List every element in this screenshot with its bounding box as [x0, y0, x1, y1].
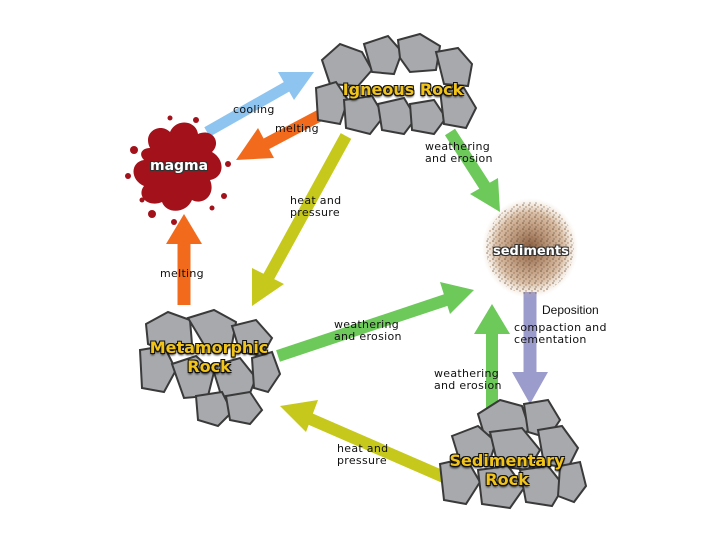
melting-arrow-top: [236, 104, 333, 160]
heat-pressure-arrow-bottom: [280, 400, 449, 484]
igneous-rock-title: Igneous Rock: [342, 80, 464, 99]
cooling-label: cooling: [233, 103, 275, 116]
weathering-label-low: weathering and erosion: [434, 368, 502, 392]
heat-pressure-top-line1: heat and: [290, 194, 342, 207]
weathering-mid-line1: weathering: [334, 318, 400, 331]
heat-pressure-top-line2: pressure: [290, 206, 340, 219]
compaction-line2: cementation: [514, 333, 587, 346]
weathering-label-top: weathering and erosion: [425, 141, 493, 165]
magma-title: magma: [150, 158, 209, 174]
weathering-low-line1: weathering: [434, 367, 500, 380]
melting-arrow-left: [166, 214, 202, 305]
sedimentary-title-line2: Rock: [485, 470, 529, 489]
melting-label-top: melting: [275, 122, 319, 135]
melting-label-left: melting: [160, 267, 204, 280]
weathering-arrow-top: [444, 128, 500, 212]
weathering-arrow-mid: [276, 282, 474, 362]
heat-pressure-bottom-line2: pressure: [337, 454, 387, 467]
weathering-arrow-low: [474, 304, 510, 408]
compaction-line1: compaction and: [514, 321, 607, 334]
heat-pressure-arrow-top: [252, 133, 352, 306]
sedimentary-title-line1: Sedimentary: [449, 451, 565, 470]
sediments-cloud: [482, 198, 578, 298]
heat-pressure-bottom-line1: heat and: [337, 442, 389, 455]
metamorphic-title-line1: Metamorphic: [149, 338, 269, 357]
sediments-title: sediments: [493, 244, 569, 259]
weathering-top-line2: and erosion: [425, 152, 493, 165]
metamorphic-rock: [138, 308, 282, 428]
metamorphic-rock-title: Metamorphic Rock: [144, 338, 274, 376]
metamorphic-title-line2: Rock: [187, 357, 231, 376]
deposition-label: Deposition: [542, 303, 599, 317]
weathering-low-line2: and erosion: [434, 379, 502, 392]
magma-blob: [125, 115, 231, 225]
weathering-top-line1: weathering: [425, 140, 491, 153]
weathering-mid-line2: and erosion: [334, 330, 402, 343]
cooling-arrow: [204, 72, 314, 137]
heat-pressure-label-top: heat and pressure: [290, 195, 341, 219]
igneous-rock: [314, 32, 478, 136]
compaction-label: compaction and cementation: [514, 322, 607, 346]
heat-pressure-label-bottom: heat and pressure: [337, 443, 388, 467]
weathering-label-mid: weathering and erosion: [334, 319, 402, 343]
sedimentary-rock: [438, 398, 588, 510]
deposition-arrow: [512, 292, 548, 404]
sedimentary-rock-title: Sedimentary Rock: [446, 451, 568, 489]
